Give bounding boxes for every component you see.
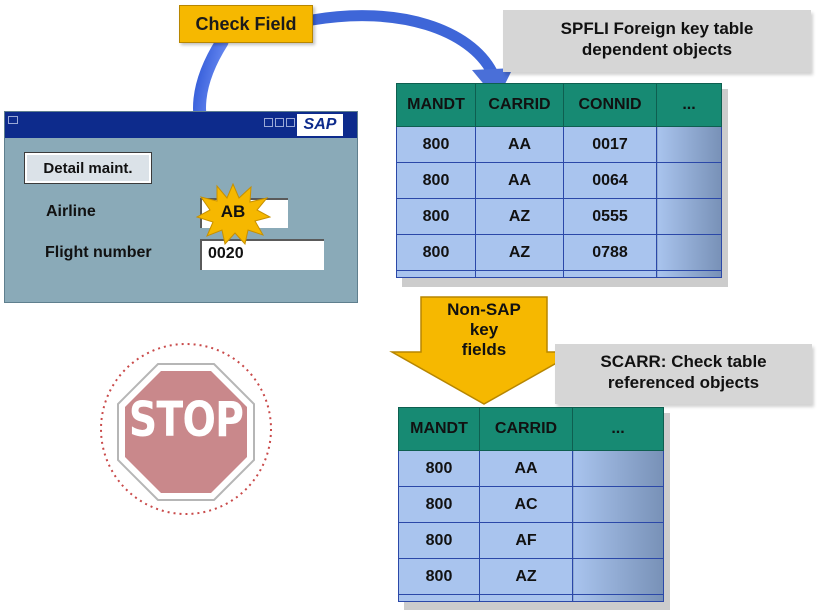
table-row: 800 AA 0064 [396,162,722,199]
table-row: 800 AZ [398,558,664,595]
table-cell: 800 [398,522,480,559]
spfli-callout: SPFLI Foreign key table dependent object… [503,10,811,72]
airline-label: Airline [46,203,96,220]
nonsap-key-fields-label: Non-SAP key fields [419,300,549,360]
table-cell: 800 [398,486,480,523]
sap-logo-text: SAP [303,116,337,133]
table-cell-empty [572,522,664,559]
spfli-callout-line1: SPFLI Foreign key table [560,19,754,38]
table-cell: AA [475,162,564,199]
sap-logo: SAP [297,114,343,136]
maximize-icon[interactable] [275,118,284,127]
stop-dotted-circle [100,343,272,515]
table-row: 800 AF [398,522,664,559]
table-cell: 800 [396,126,476,163]
scarr-callout-line1: SCARR: Check table [600,352,767,371]
table-cell: 800 [396,162,476,199]
table-cell-empty [398,594,480,602]
table-cell: AA [479,450,573,487]
table-row: 800 AZ 0788 [396,234,722,271]
table-cell-empty [479,594,573,602]
close-icon[interactable] [286,118,295,127]
table-cell-empty [656,270,722,278]
stop-sign [100,343,272,515]
flight-number-label: Flight number [45,244,152,261]
spfli-table: MANDT CARRID CONNID ... 800 AA 0017 800 … [396,83,722,278]
table-cell: 800 [398,450,480,487]
table-cell: AZ [479,558,573,595]
table-cell: 800 [396,234,476,271]
table-row: 800 AA [398,450,664,487]
table-header-cell: CARRID [479,407,573,451]
spfli-callout-line2: dependent objects [581,40,733,59]
scarr-callout: SCARR: Check table referenced objects [555,344,812,404]
table-cell-empty [396,270,476,278]
table-cell-empty [656,234,722,271]
table-cell: 0788 [563,234,657,271]
table-cell-empty [656,198,722,235]
detail-maint-button[interactable]: Detail maint. [24,152,152,184]
stop-octagon-inner [125,371,247,493]
scarr-table: MANDT CARRID ... 800 AA 800 AC 800 AF 80… [398,407,664,602]
arrow-check-to-spfli [306,10,498,78]
starburst-icon [195,183,271,245]
table-header-cell: ... [572,407,664,451]
sap-window: SAP Detail maint. Airline Flight number … [4,111,358,303]
table-cell: AA [475,126,564,163]
table-cell: AZ [475,198,564,235]
table-row: 800 AA 0017 [396,126,722,163]
table-cell-empty [563,270,657,278]
table-cell: AC [479,486,573,523]
airline-value-starburst [195,183,271,245]
scarr-callout-line2: referenced objects [607,373,760,392]
table-header-cell: ... [656,83,722,127]
check-field-label: Check Field [179,5,313,43]
nonsap-line2: key [469,320,499,339]
table-row: 800 AZ 0555 [396,198,722,235]
nonsap-line3: fields [461,340,507,359]
table-header-row: MANDT CARRID ... [398,407,664,451]
table-cell: 0555 [563,198,657,235]
table-cell-empty [572,558,664,595]
minimize-icon[interactable] [264,118,273,127]
table-cell: AF [479,522,573,559]
stop-sign-text: STOP [128,392,244,448]
airline-value: AB [220,202,246,221]
table-header-cell: CONNID [563,83,657,127]
table-cell: 0017 [563,126,657,163]
table-header-row: MANDT CARRID CONNID ... [396,83,722,127]
table-header-cell: MANDT [398,407,480,451]
nonsap-line1: Non-SAP [447,300,521,319]
table-row-continuation [396,270,722,278]
nonsap-arrow-shape [389,296,579,405]
table-cell: 0064 [563,162,657,199]
system-menu-icon[interactable] [8,116,18,124]
table-cell-empty [475,270,564,278]
table-cell: 800 [396,198,476,235]
table-cell-empty [572,594,664,602]
table-header-cell: CARRID [475,83,564,127]
table-cell-empty [656,126,722,163]
table-cell-empty [656,162,722,199]
table-row: 800 AC [398,486,664,523]
table-cell: 800 [398,558,480,595]
table-cell: AZ [475,234,564,271]
table-header-cell: MANDT [396,83,476,127]
table-cell-empty [572,450,664,487]
table-cell-empty [572,486,664,523]
flight-number-input[interactable]: 0020 [200,239,324,270]
sap-titlebar: SAP [5,112,357,138]
table-row-continuation [398,594,664,602]
